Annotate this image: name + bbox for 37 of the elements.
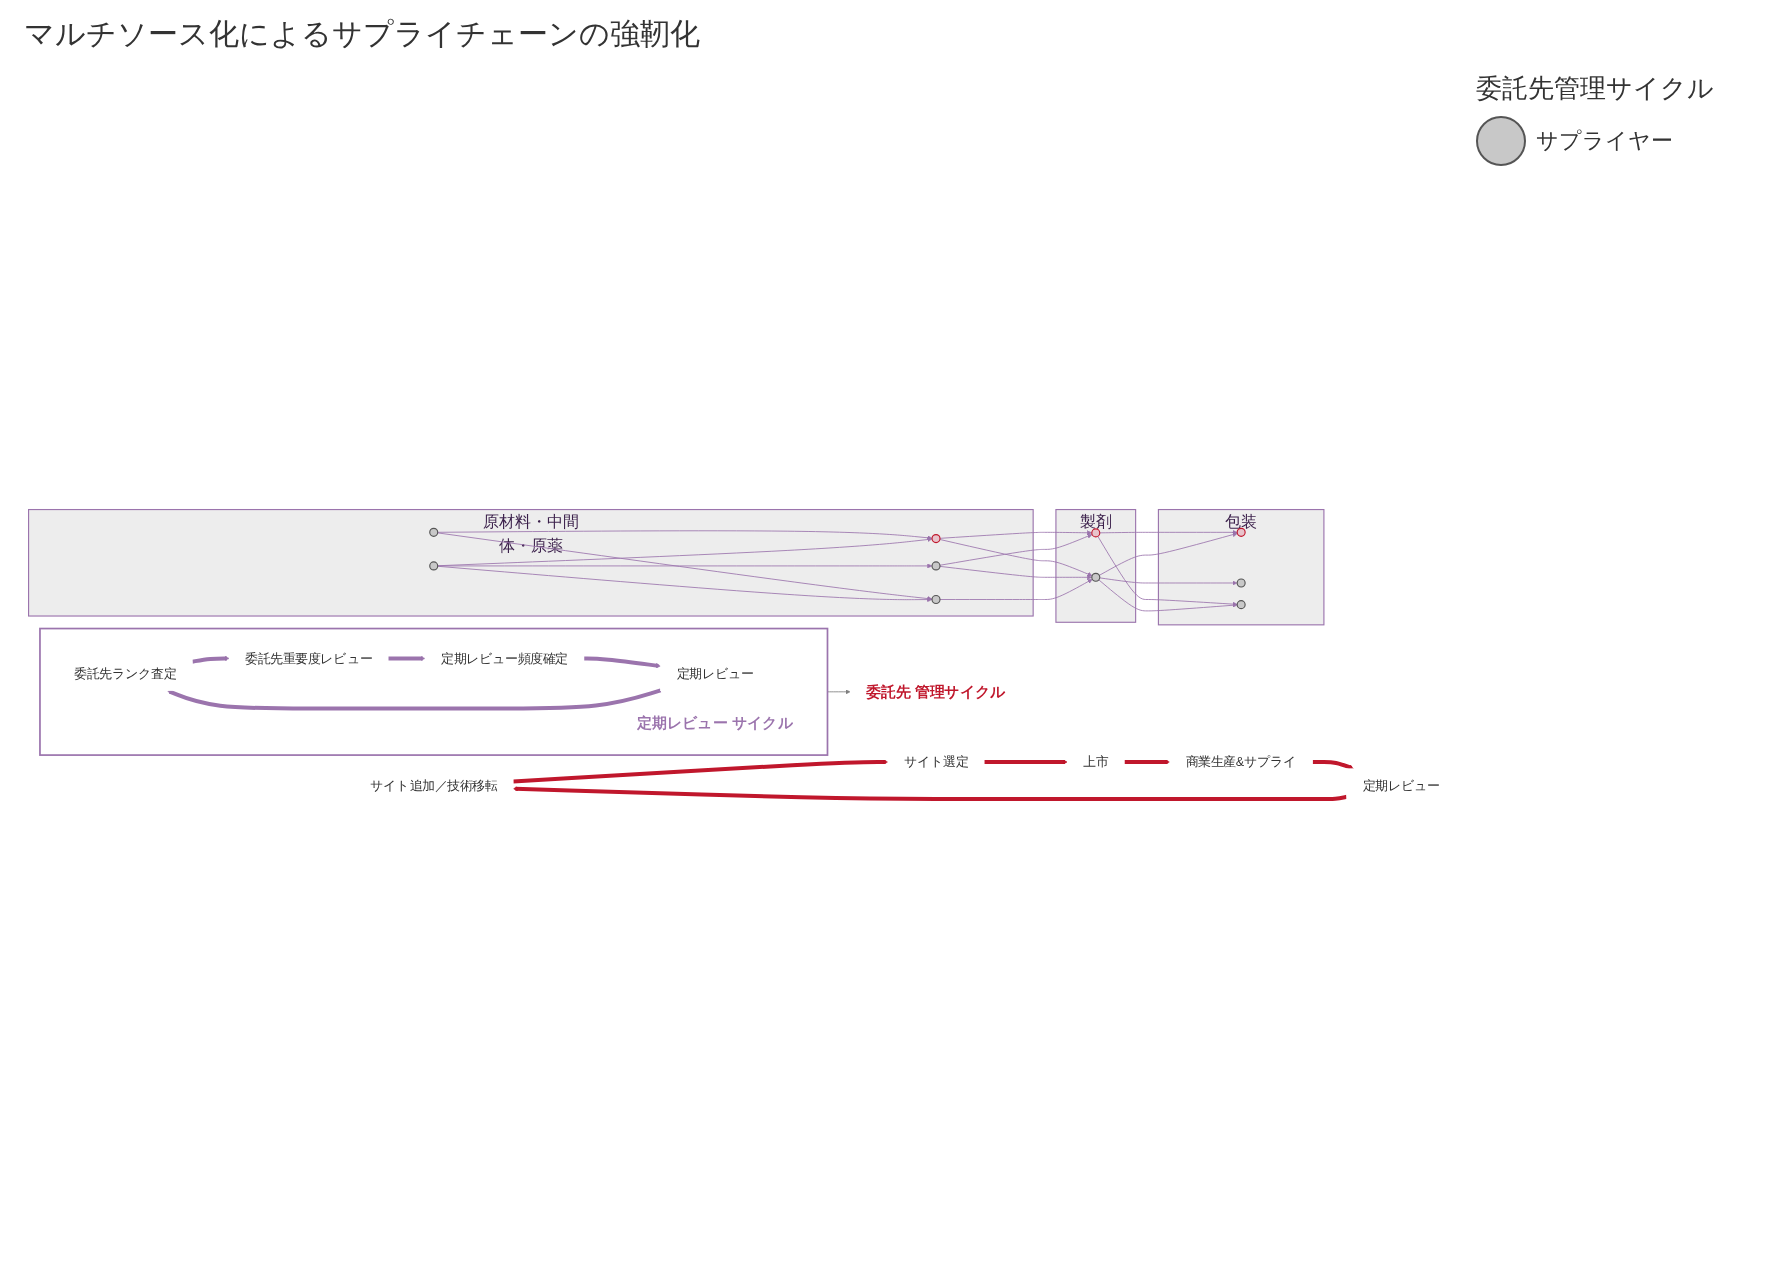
node-circle <box>1236 578 1246 588</box>
node-text: 委託先ランク査定 <box>74 666 177 681</box>
node-circle <box>429 561 439 571</box>
arrow <box>1312 760 1354 770</box>
arrow <box>191 655 230 664</box>
arrow <box>167 688 662 711</box>
cluster: 製剤 <box>1055 508 1137 623</box>
node-text: 上市 <box>1083 754 1109 770</box>
diagram-title: マルチソース化によるサプライチェーンの強靭化 <box>24 16 701 52</box>
node-text: 定期レビュー <box>1362 778 1440 794</box>
node-circle <box>1236 527 1246 537</box>
node-circle <box>1091 528 1101 538</box>
arrow <box>513 759 889 784</box>
cluster: 原材料・中間体・原薬 <box>28 508 1034 617</box>
node-circle <box>429 527 439 537</box>
node-text: 定期レビュー頻度確定 <box>441 651 569 666</box>
node-circle <box>931 561 941 571</box>
section-heading: 委託先管理サイクル <box>1476 72 1715 105</box>
node-text: 委託先重要度レビュー <box>245 651 373 666</box>
node-circle <box>931 534 941 544</box>
arrow <box>583 656 661 669</box>
node-text: サイト追加／技術移転 <box>370 778 498 794</box>
arrow <box>1124 759 1170 765</box>
node-text: 定期レビュー <box>676 666 754 681</box>
node-text: 定期レビュー サイクル <box>636 714 794 732</box>
arrow <box>984 759 1068 765</box>
legend-label: サプライヤー <box>1536 127 1673 155</box>
arrow <box>512 786 1348 802</box>
node-circle <box>931 594 941 605</box>
node-text: 委託先 管理サイクル <box>866 682 1006 701</box>
cluster <box>39 627 829 756</box>
node-text: サイト選定 <box>903 754 969 770</box>
arrow <box>388 655 426 661</box>
node-circle <box>1091 572 1101 582</box>
node-circle <box>1236 600 1246 610</box>
node-text: 商業生産&サプライ <box>1185 754 1297 770</box>
cluster: 包装 <box>1157 508 1325 626</box>
